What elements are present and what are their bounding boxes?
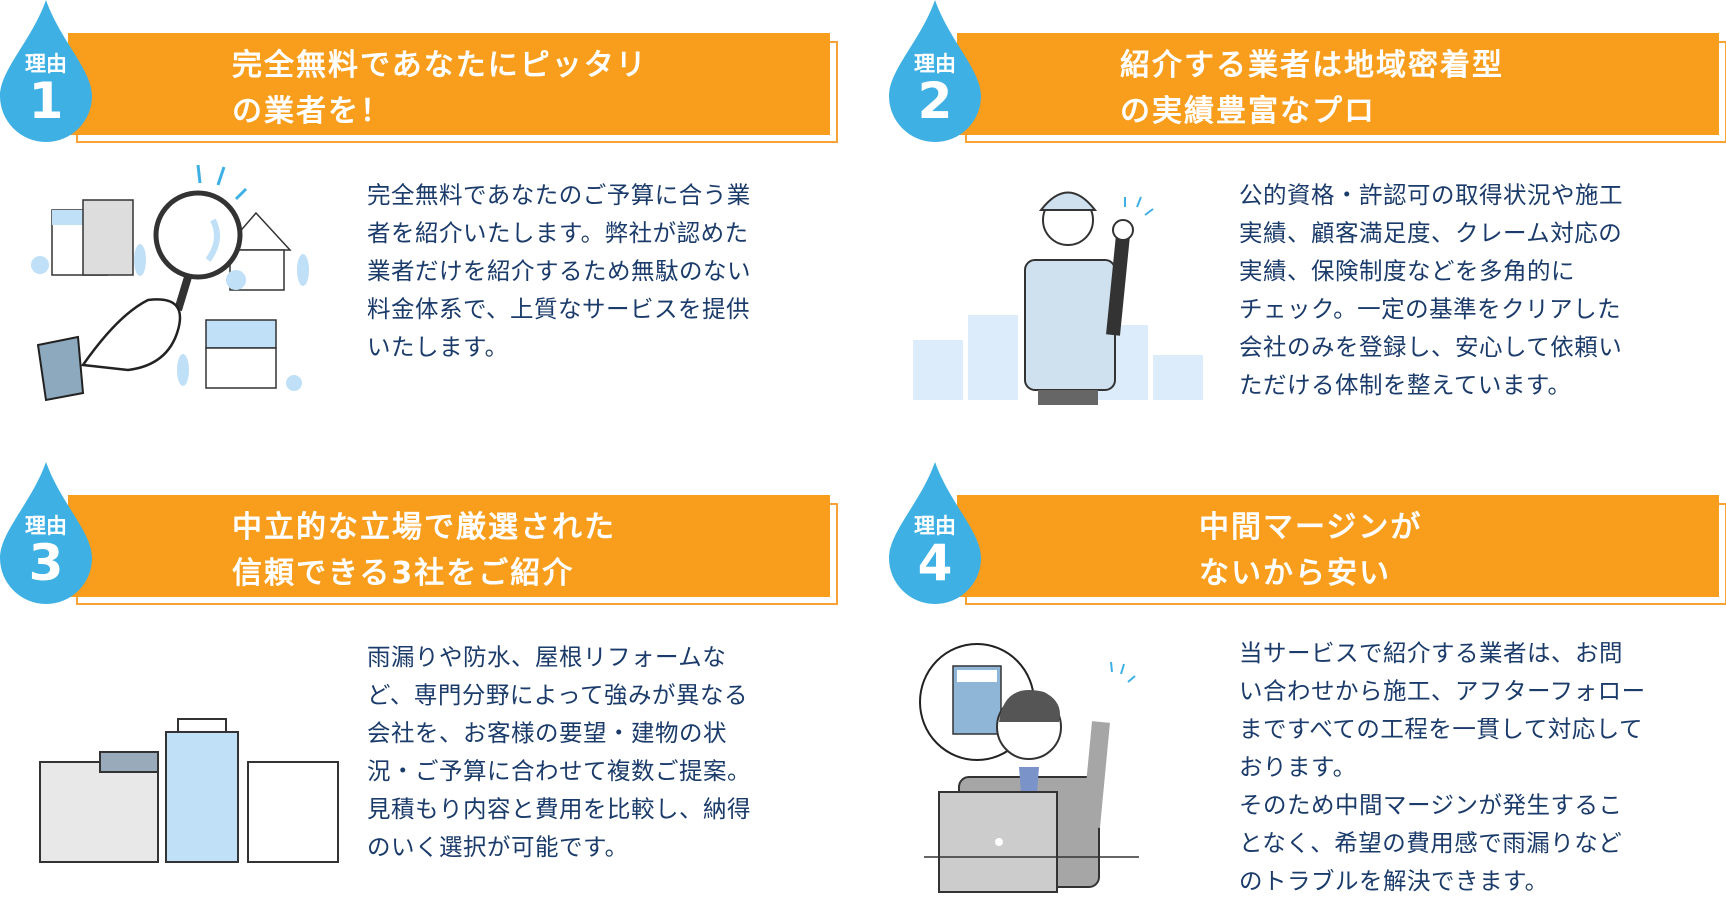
reason-number: 1 <box>28 72 64 130</box>
reason-banner: 中間マージンが ないから安い <box>957 495 1719 597</box>
buildings-illustration <box>39 718 339 863</box>
reason-card-1: 完全無料であなたにピッタリ の業者を！ 理由 1 完全無料であなたのご予算に合う… <box>0 0 840 440</box>
worker-illustration <box>913 191 1203 405</box>
reason-label: 理由 <box>914 514 956 538</box>
reason-label: 理由 <box>25 52 67 76</box>
reason-title: 紹介する業者は地域密着型 の実績豊富なプロ <box>1120 48 1504 129</box>
reason-number: 4 <box>917 534 953 592</box>
reason-body: 完全無料であなたのご予算に合う業 者を紹介いたします。弊社が認めた 業者だけを紹… <box>367 181 751 361</box>
reason-number: 3 <box>28 534 64 592</box>
reason-banner: 紹介する業者は地域密着型 の実績豊富なプロ <box>957 33 1719 135</box>
reason-label: 理由 <box>25 514 67 538</box>
reason-body: 当サービスで紹介する業者は、お問 い合わせから施工、アフターフォロー まですべて… <box>1239 639 1646 895</box>
reason-title: 中立的な立場で厳選された 信頼できる3社をご紹介 <box>232 510 616 591</box>
reason-banner: 中立的な立場で厳選された 信頼できる3社をご紹介 <box>68 495 830 597</box>
water-drop-icon <box>889 462 981 604</box>
magnifier-houses-illustration <box>31 165 309 402</box>
reason-card-2: 紹介する業者は地域密着型 の実績豊富なプロ 理由 2 公的資格・許認可の取得状況… <box>889 0 1726 440</box>
water-drop-icon <box>0 0 92 142</box>
reason-card-4: 中間マージンが ないから安い 理由 4 当サービスで紹介する業者は、お問 い合わ… <box>889 462 1726 902</box>
reason-title: 完全無料であなたにピッタリ の業者を！ <box>232 48 648 129</box>
reason-body: 雨漏りや防水、屋根リフォームな ど、専門分野によって強みが異なる 会社を、お客様… <box>367 643 751 861</box>
reason-body: 公的資格・許認可の取得状況や施工 実績、顧客満足度、クレーム対応の 実績、保険制… <box>1239 181 1623 399</box>
water-drop-icon <box>889 0 981 142</box>
reason-number: 2 <box>917 72 953 130</box>
businessman-calculator-illustration <box>919 643 1139 893</box>
reason-banner: 完全無料であなたにピッタリ の業者を！ <box>68 33 830 135</box>
reason-card-3: 中立的な立場で厳選された 信頼できる3社をご紹介 理由 3 雨漏りや防水、屋根リ… <box>0 462 840 902</box>
reason-title: 中間マージンが ないから安い <box>1199 510 1423 591</box>
water-drop-icon <box>0 462 92 604</box>
reason-label: 理由 <box>914 52 956 76</box>
